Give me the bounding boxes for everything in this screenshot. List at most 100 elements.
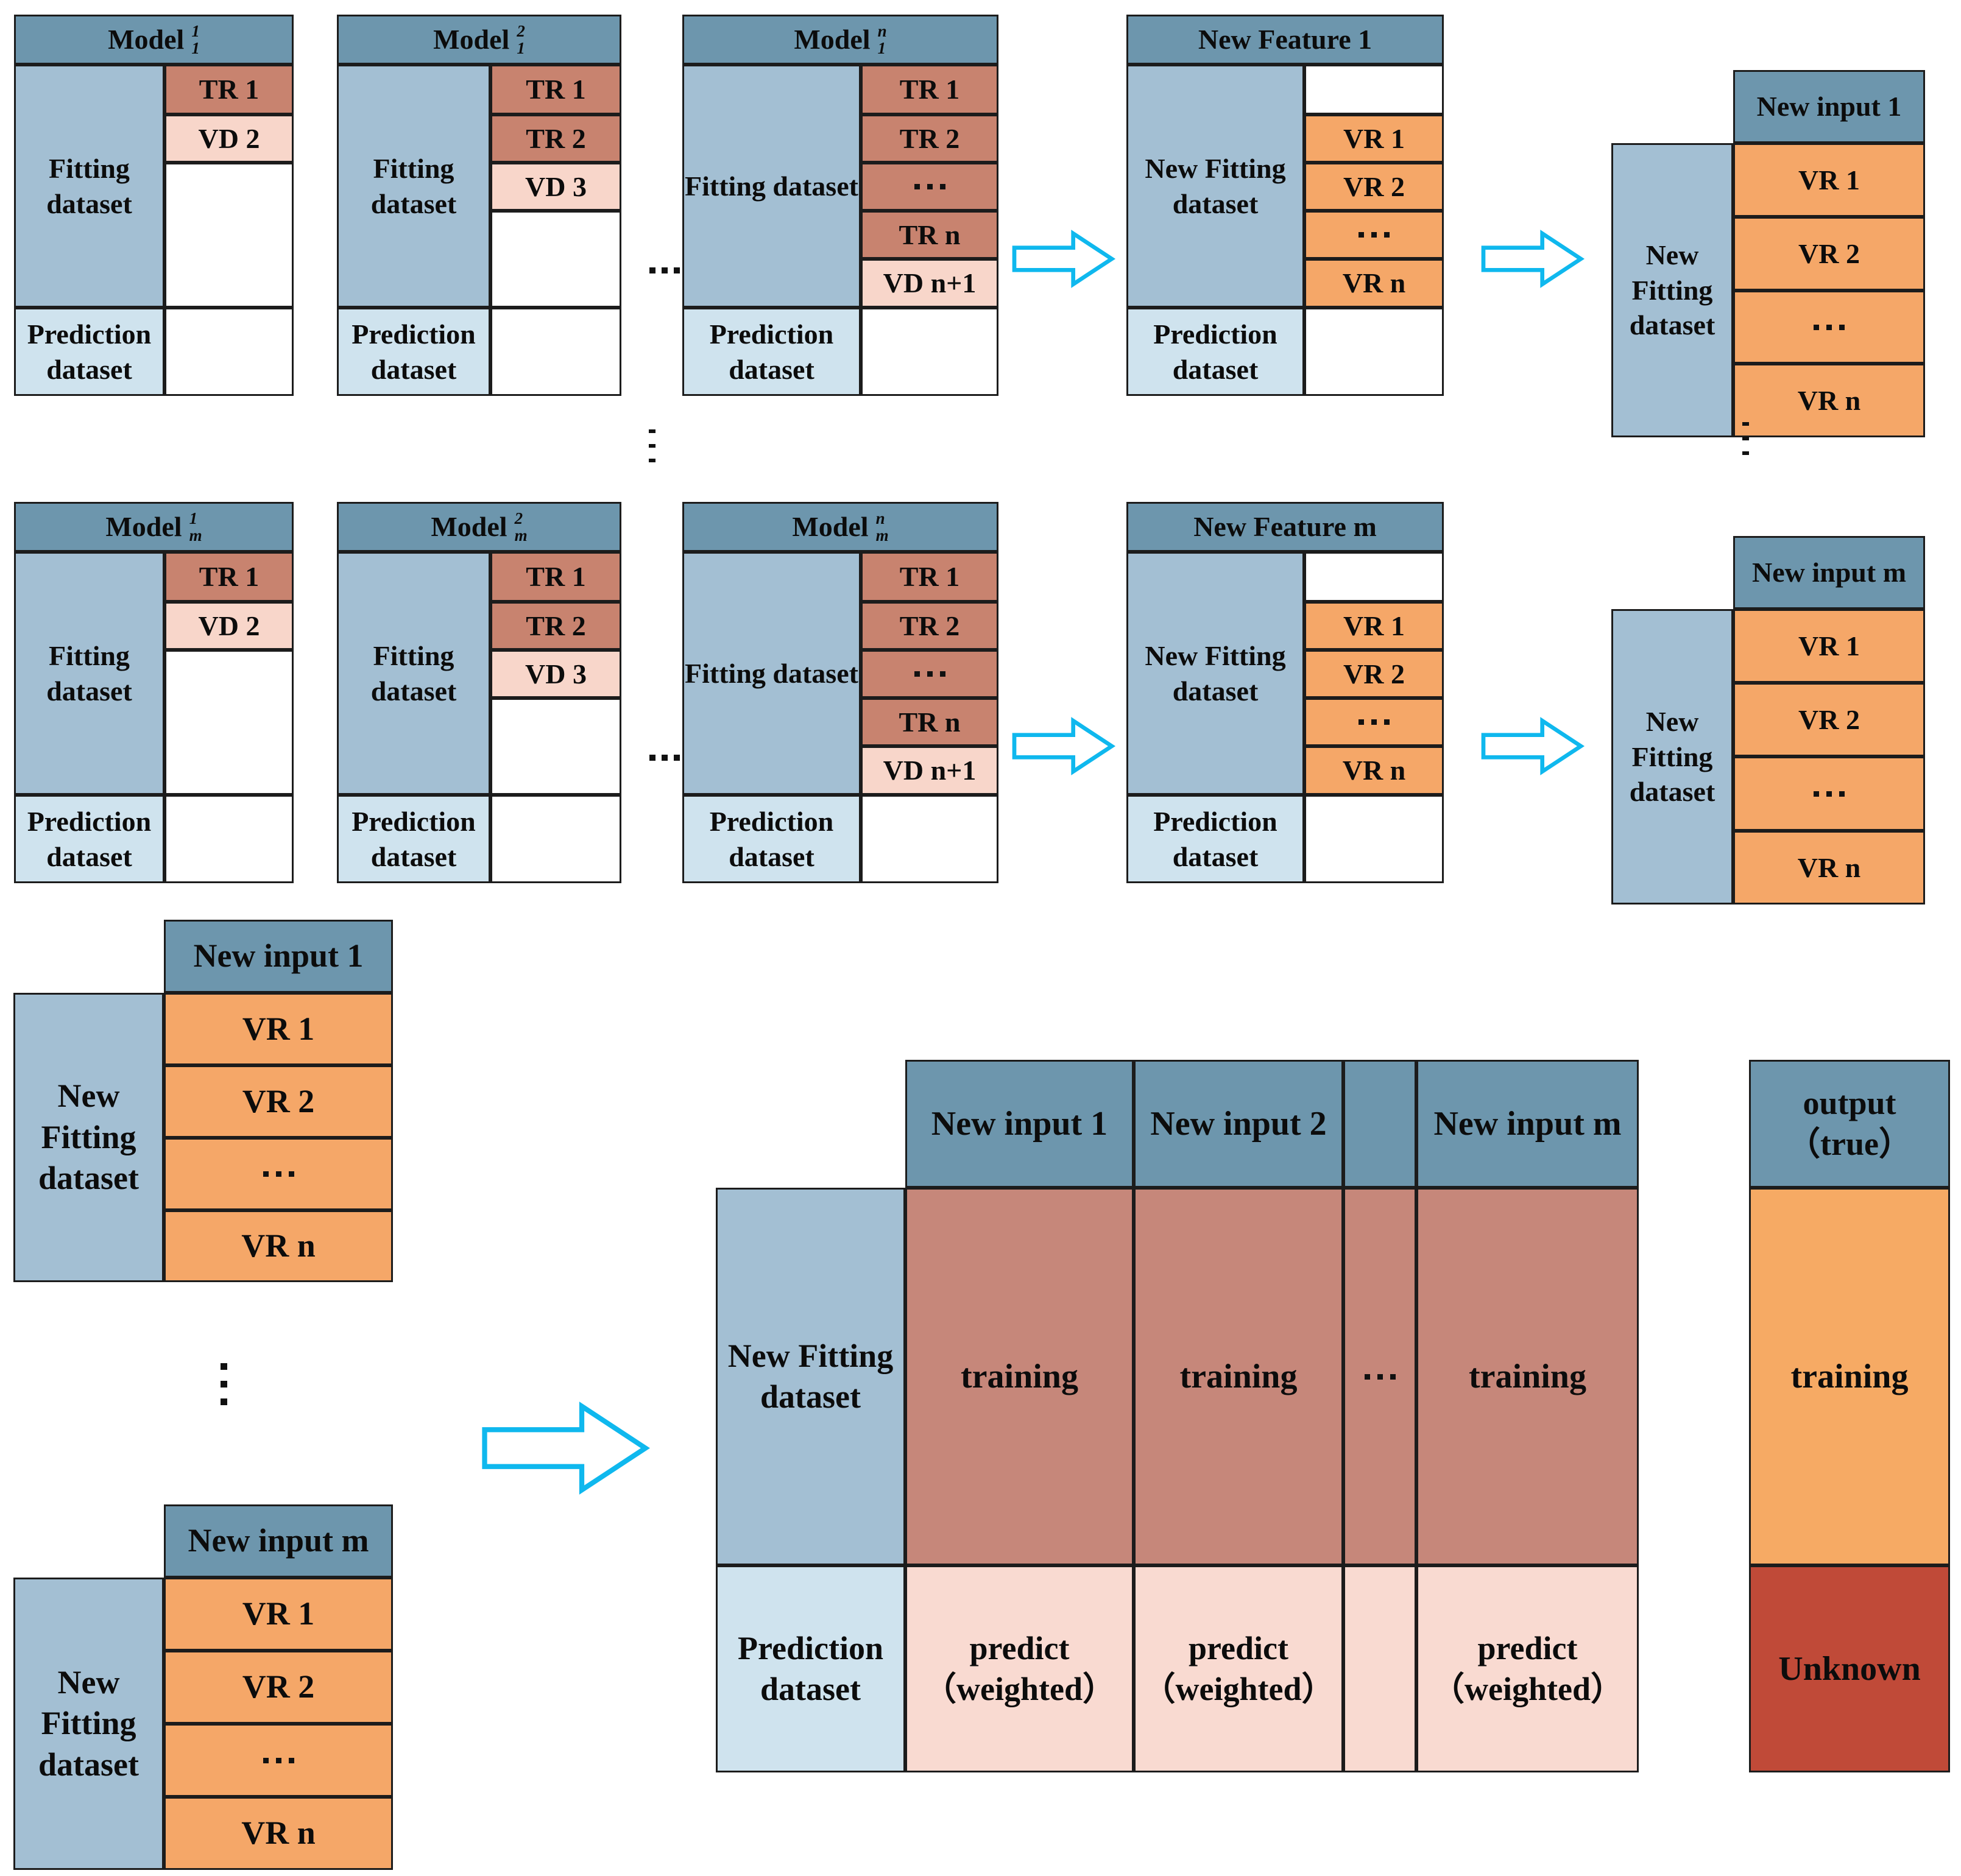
model-subscript: 1 (191, 39, 200, 57)
vd2-label: VD 2 (198, 122, 260, 154)
prediction-dataset-cell: Prediction dataset (14, 308, 164, 396)
tr1-label: TR 1 (526, 561, 586, 593)
tr1-cell: TR 1 (164, 552, 294, 602)
vrn-label: VR n (241, 1227, 316, 1264)
vr1-cell: VR 1 (1304, 602, 1444, 650)
model-label: Model (433, 24, 510, 55)
prediction-dataset-cell: Prediction dataset (337, 795, 490, 883)
vr2-label: VR 2 (1798, 238, 1860, 269)
output-training-cell: training (1749, 1188, 1950, 1565)
trn-cell: TR n (861, 211, 998, 259)
new-fitting-dataset-cell: New Fitting dataset (1611, 609, 1733, 904)
vd3-label: VD 3 (525, 171, 587, 202)
table-row-header-new-fitting: New Fitting dataset (716, 1188, 905, 1565)
empty-cell (490, 698, 621, 795)
tr2-label: TR 2 (526, 122, 586, 154)
vertical-ellipsis-icon (648, 424, 656, 468)
new-fitting-dataset-label: New Fitting dataset (38, 1663, 139, 1783)
new-fitting-dataset-cell: New Fitting dataset (1611, 143, 1733, 437)
vd-n1-label: VD n+1 (883, 755, 977, 786)
prediction-dataset-label: Prediction dataset (1153, 806, 1277, 872)
table-col-header-new-input-2: New input 2 (1134, 1060, 1343, 1188)
empty-cell (1304, 308, 1444, 396)
predict-label: predict (969, 1629, 1070, 1666)
new-fitting-dataset-cell: New Fitting dataset (1126, 65, 1304, 308)
fitting-dataset-cell: Fitting dataset (14, 552, 164, 795)
model-subscript: 1 (877, 39, 886, 57)
right-arrow-icon (1012, 717, 1116, 775)
new-fitting-dataset-label: New Fitting dataset (1145, 153, 1286, 219)
vr1-label: VR 1 (1343, 610, 1405, 641)
model-label: Model (431, 511, 507, 543)
predict-weighted-cell: predict（weighted） (905, 1565, 1134, 1772)
weighted-label: （weighted） (1142, 1671, 1335, 1707)
tr1-cell: TR 1 (861, 552, 998, 602)
right-arrow-icon (1481, 230, 1585, 288)
model-superscript: n (877, 21, 887, 40)
prediction-dataset-cell: Prediction dataset (14, 795, 164, 883)
empty-cell (164, 650, 294, 795)
new-input-m-header: New input m (1733, 536, 1925, 609)
empty-cell (164, 308, 294, 396)
tr1-cell: TR 1 (490, 552, 621, 602)
tr1-label: TR 1 (899, 561, 960, 593)
vrn-cell: VR n (1733, 831, 1925, 904)
empty-cell (1304, 795, 1444, 883)
vrn-cell: VR n (1304, 746, 1444, 795)
new-input-m-label: New input m (188, 1522, 369, 1559)
new-fitting-dataset-cell: New Fitting dataset (13, 993, 164, 1282)
new-fitting-dataset-label: New Fitting dataset (1629, 239, 1715, 341)
new-input-m-label: New input m (1433, 1105, 1622, 1143)
new-input-1-label: New input 1 (931, 1105, 1108, 1143)
vr-ellipsis-cell (164, 1724, 393, 1797)
tr1-label: TR 1 (199, 74, 260, 105)
training-cell: training (1134, 1188, 1343, 1565)
prediction-dataset-label: Prediction dataset (27, 806, 152, 872)
prediction-dataset-label: Prediction dataset (352, 319, 476, 385)
tr1-label: TR 1 (199, 561, 260, 593)
horizontal-ellipsis-icon (646, 754, 684, 761)
new-fitting-dataset-cell: New Fitting dataset (1126, 552, 1304, 795)
horizontal-ellipsis-icon (911, 671, 949, 677)
training-ellipsis-cell (1343, 1188, 1416, 1565)
vr2-label: VR 2 (1343, 171, 1405, 202)
new-feature-1-label: New Feature 1 (1198, 24, 1373, 55)
vr2-cell: VR 2 (164, 1065, 393, 1138)
model-label: Model (108, 24, 185, 55)
fitting-dataset-cell: Fitting dataset (682, 552, 861, 795)
training-label: training (1179, 1358, 1298, 1395)
tr2-cell: TR 2 (490, 115, 621, 163)
prediction-dataset-label: Prediction dataset (709, 806, 834, 872)
vr1-label: VR 1 (1343, 122, 1405, 154)
tr1-cell: TR 1 (164, 65, 294, 115)
fitting-dataset-cell: Fitting dataset (337, 552, 490, 795)
prediction-dataset-cell: Prediction dataset (682, 795, 861, 883)
table-col-header-ellipsis (1343, 1060, 1416, 1188)
predict-weighted-cell: predict（weighted） (1416, 1565, 1639, 1772)
fitting-dataset-label: Fitting dataset (685, 170, 858, 202)
vr2-cell: VR 2 (164, 1651, 393, 1724)
model-label: Model (794, 24, 871, 55)
tr1-label: TR 1 (899, 74, 960, 105)
model-subscript: 1 (517, 39, 525, 57)
vr2-cell: VR 2 (1304, 650, 1444, 698)
vr1-label: VR 1 (1798, 164, 1860, 196)
tr2-cell: TR 2 (861, 602, 998, 650)
right-arrow-icon (1481, 717, 1585, 775)
vr1-label: VR 1 (1798, 630, 1860, 661)
new-fitting-dataset-label: New Fitting dataset (38, 1077, 139, 1197)
tr-ellipsis-cell (861, 650, 998, 698)
empty-cell (490, 795, 621, 883)
vr2-cell: VR 2 (1304, 163, 1444, 211)
output-label: output (1803, 1084, 1896, 1121)
vr2-cell: VR 2 (1733, 683, 1925, 756)
training-cell: training (1416, 1188, 1639, 1565)
